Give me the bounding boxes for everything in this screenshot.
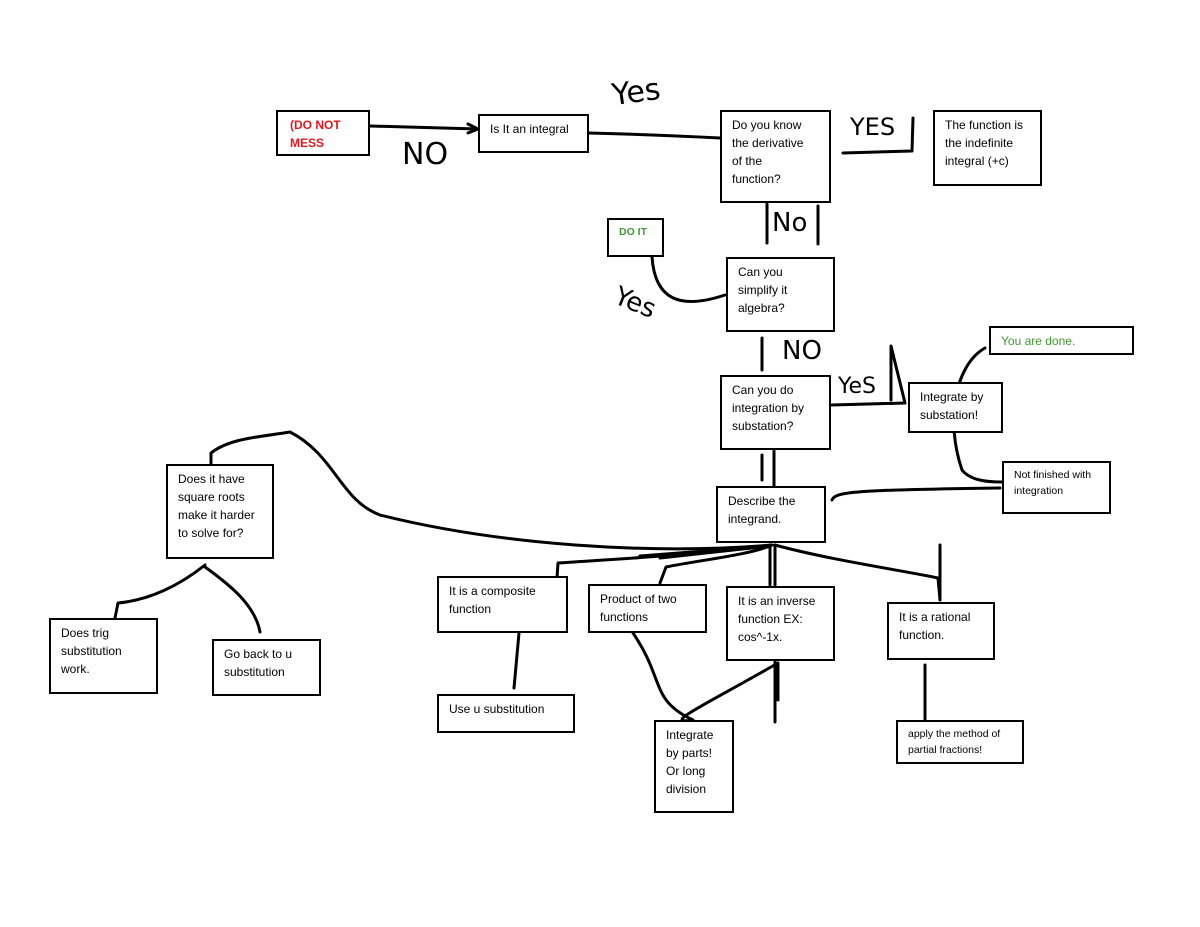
connector-describe-to-product-2 bbox=[638, 544, 772, 560]
handwritten-no-label: NO bbox=[402, 137, 449, 172]
connector-substitution-to-integrate bbox=[830, 344, 907, 407]
handwritten-yes-label-2: YES bbox=[850, 113, 896, 141]
handwritten-yes-label: Yes bbox=[609, 71, 663, 114]
integrate-by-parts-box: Integrate by parts! Or long division bbox=[654, 720, 734, 813]
do-not-mess-box: (DO NOT MESS WITH) bbox=[276, 110, 370, 156]
connector-do-not-mess-to-integral bbox=[368, 124, 480, 131]
connector-notfinished-to-describe bbox=[830, 486, 1002, 502]
inverse-function-box: It is an inverse function EX: cos^-1x. bbox=[726, 586, 835, 661]
connector-describe-to-product bbox=[658, 543, 774, 585]
substitution-question-box: Can you do integration by substation? bbox=[720, 375, 831, 450]
connector-squareroots-to-goback bbox=[203, 565, 262, 634]
product-functions-box: Product of two functions bbox=[588, 584, 707, 633]
square-roots-box: Does it have square roots make it harder… bbox=[166, 464, 274, 559]
connector-substitution-to-describe bbox=[760, 449, 776, 488]
not-finished-box: Not finished with integration bbox=[1002, 461, 1111, 514]
know-derivative-box: Do you know the derivative of the functi… bbox=[720, 110, 831, 203]
is-integral-box: Is It an integral bbox=[478, 114, 589, 153]
integrate-by-substitution-box: Integrate by substation! bbox=[908, 382, 1003, 433]
connector-integral-to-derivative bbox=[586, 131, 722, 140]
do-it-box: DO IT bbox=[607, 218, 664, 257]
partial-fractions-box: apply the method of partial fractions! bbox=[896, 720, 1024, 764]
connector-derivative-to-indefinite bbox=[841, 116, 915, 155]
trig-substitution-box: Does trig substitution work. bbox=[49, 618, 158, 694]
describe-integrand-box: Describe the integrand. bbox=[716, 486, 826, 543]
indefinite-integral-box: The function is the indefinite integral … bbox=[933, 110, 1042, 186]
connector-describe-to-inverse bbox=[768, 543, 777, 587]
composite-function-box: It is a composite function bbox=[437, 576, 568, 633]
simplify-algebra-box: Can you simplify it algebra? bbox=[726, 257, 835, 332]
connector-composite-to-use-u bbox=[512, 631, 521, 690]
rational-function-box: It is a rational function. bbox=[887, 602, 995, 660]
handwritten-no-label-2: No bbox=[772, 208, 808, 238]
connector-integrate-to-done bbox=[952, 346, 1004, 484]
you-are-done-box: You are done. bbox=[989, 326, 1134, 355]
use-u-substitution-box: Use u substitution bbox=[437, 694, 575, 733]
connector-doit-to-simplify bbox=[650, 255, 727, 304]
handwritten-yes-label-4: YeS bbox=[838, 374, 877, 399]
connector-squareroots-to-trig bbox=[113, 563, 207, 620]
connector-derivative-to-simplify bbox=[765, 202, 820, 246]
connector-describe-to-rational bbox=[773, 543, 942, 602]
connector-describe-to-squareroots bbox=[209, 430, 774, 551]
go-back-u-sub-box: Go back to u substitution bbox=[212, 639, 321, 696]
handwritten-no-label-3: NO bbox=[782, 336, 822, 366]
